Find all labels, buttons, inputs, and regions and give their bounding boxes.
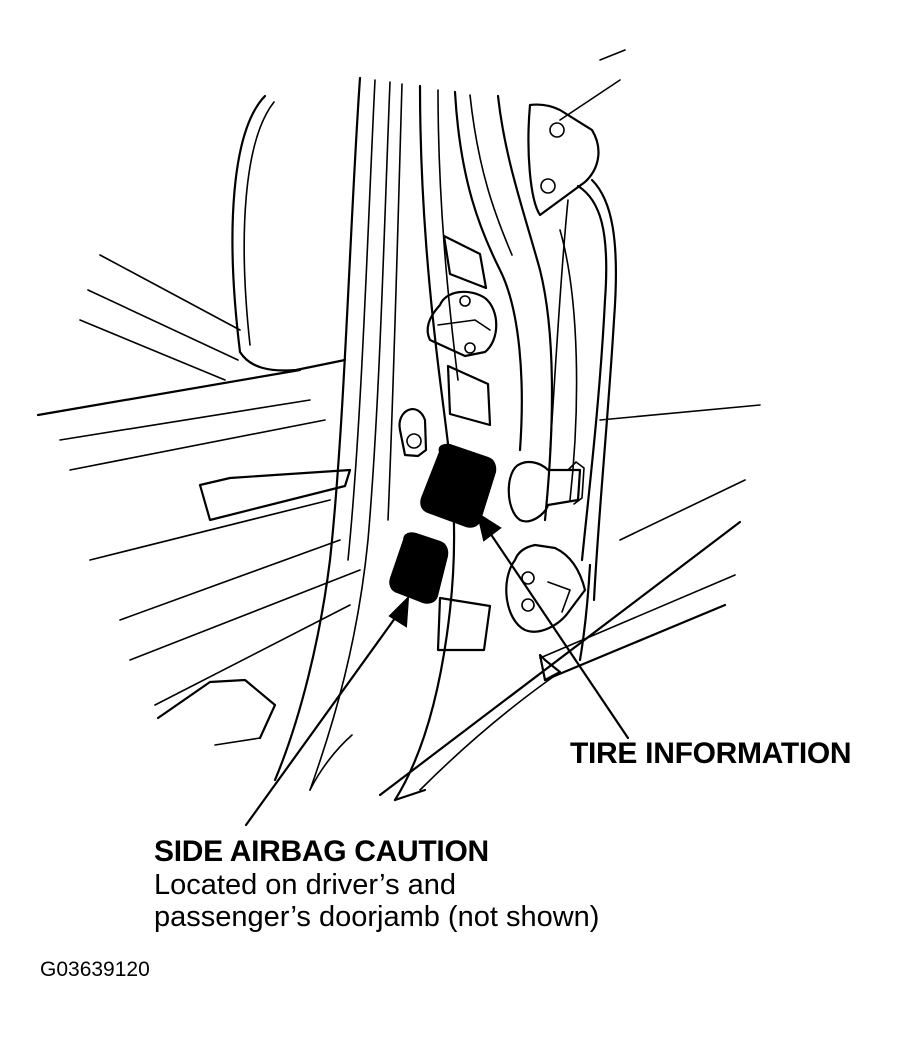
side-airbag-caution-title: SIDE AIRBAG CAUTION [154,835,489,868]
seat-outline [36,94,361,746]
tire-information-leader [476,511,630,740]
door-sill [309,520,742,802]
side-airbag-caution-sticker [389,532,449,604]
sticker-marks [389,443,497,604]
door-pillar [273,49,626,802]
side-airbag-leader [244,595,410,827]
tire-information-label: TIRE INFORMATION [570,737,852,770]
side-airbag-caution-line2: passenger’s doorjamb (not shown) [154,901,600,933]
tire-information-sticker [420,443,497,528]
side-airbag-caution-line1: Located on driver’s and [154,869,457,901]
door-hinge-area [505,103,761,662]
figure-id: G03639120 [40,958,150,981]
striker-and-stickers [398,234,498,652]
